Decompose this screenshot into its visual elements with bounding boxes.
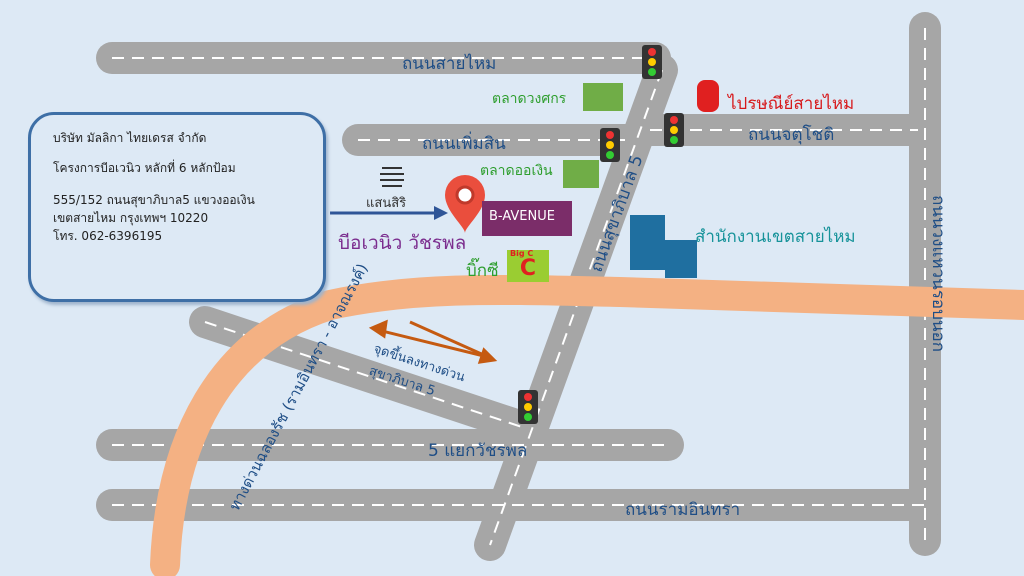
- bigc-label: บิ๊กซี: [466, 261, 499, 281]
- arrow-icon: [434, 206, 448, 220]
- bavenue-label: B-AVENUE: [489, 209, 555, 224]
- expressway: [150, 274, 1024, 576]
- bavenue-logo: [482, 201, 572, 236]
- road-label-outer-ring: ถนนวงแหวนรอบนอก: [927, 195, 948, 352]
- bigc-logo-text: Big C: [510, 249, 534, 258]
- address-info-box: บริษัท มัลลิกา ไทยเดรส จำกัด โครงการบีอเ…: [28, 112, 326, 302]
- road-label-chatuchot: ถนนจตุโชติ: [748, 125, 835, 145]
- road-label-watcharaphon: 5 แยกวัชรพล: [428, 441, 528, 461]
- district-office-label: สำนักงานเขตสายไหม: [695, 227, 856, 247]
- road-label-ramintra: ถนนรามอินทรา: [625, 500, 741, 520]
- mailbox-icon: [697, 80, 719, 112]
- address-line-2: เขตสายไหม กรุงเทพฯ 10220: [53, 211, 209, 225]
- traffic-light-icon: [518, 45, 684, 424]
- address-line-1: 555/152 ถนนสุขาภิบาล5 แขวงออเงิน: [53, 193, 255, 207]
- bigc-logo: [507, 250, 549, 282]
- svg-text:C: C: [520, 256, 536, 281]
- phone: โทร. 062-6396195: [53, 229, 163, 243]
- market-ongoen-label: ตลาดออเงิน: [480, 163, 553, 179]
- road-label-phoemsin: ถนนเพิ่มสิน: [422, 134, 506, 154]
- sansiri-label: แสนสิริ: [366, 196, 407, 211]
- market-wongsakorn-label: ตลาดวงศกร: [492, 91, 567, 107]
- project-name: โครงการบีอเวนิว หลักที่ 6 หลักป้อม: [53, 161, 236, 175]
- office-building-icon: [630, 215, 697, 278]
- company-name: บริษัท มัลลิกา ไทยเดรส จำกัด: [53, 131, 207, 145]
- market-icon: [563, 83, 623, 188]
- sansiri-logo: [380, 167, 404, 187]
- project-label[interactable]: บีอเวนิว วัชรพล: [338, 232, 467, 254]
- location-pin-icon: [445, 175, 485, 233]
- post-office-label: ไปรษณีย์สายไหม: [728, 94, 855, 114]
- road-label-saimai: ถนนสายไหม: [402, 54, 497, 74]
